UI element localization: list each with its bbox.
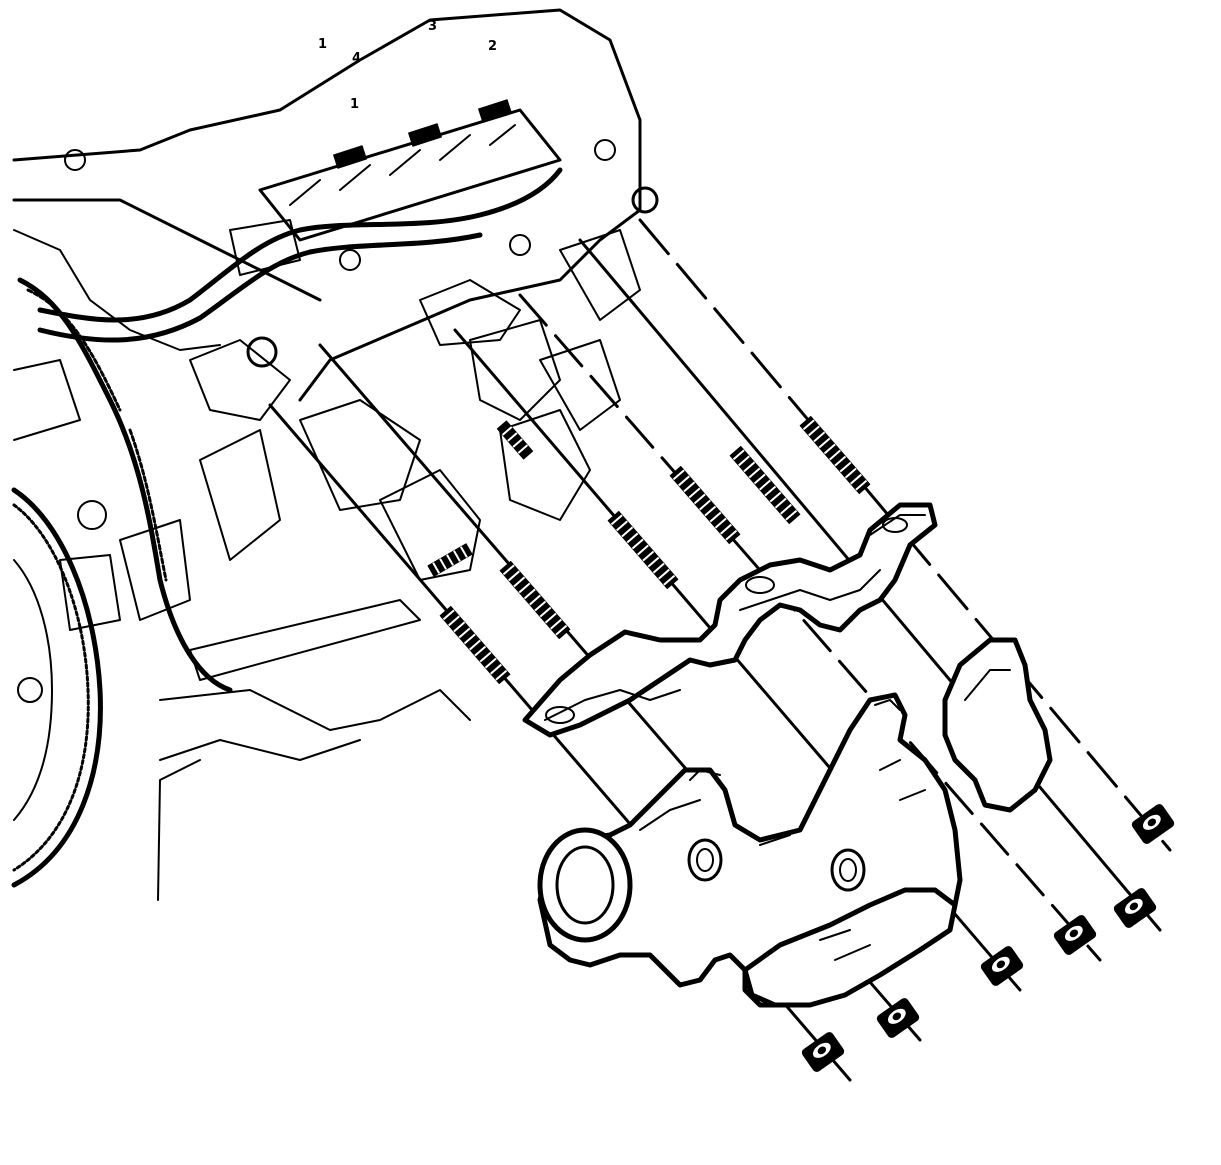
nut	[1113, 888, 1157, 928]
callout-numbers: 1 1 2 3 4	[318, 19, 497, 112]
engine-block: 1 1 2 3 4	[11, 8, 659, 901]
flexplate	[11, 487, 103, 888]
heat-shield	[522, 502, 938, 738]
studs	[427, 415, 871, 685]
svg-text:4: 4	[352, 51, 361, 66]
stud	[427, 543, 473, 577]
stud	[607, 510, 679, 590]
svg-text:1: 1	[350, 97, 359, 112]
stud	[439, 605, 511, 685]
svg-text:1: 1	[318, 37, 327, 52]
wiring-harness	[17, 277, 233, 693]
svg-text:3: 3	[428, 19, 437, 34]
stud	[799, 415, 871, 495]
stud	[729, 445, 801, 525]
svg-text:2: 2	[488, 39, 497, 54]
valve-cover	[258, 99, 562, 242]
nut	[980, 946, 1024, 986]
nut	[876, 998, 920, 1038]
exhaust-manifold	[537, 637, 1053, 1008]
nuts	[801, 804, 1175, 1072]
stud	[496, 420, 534, 460]
stud	[499, 560, 571, 640]
nut	[801, 1032, 845, 1072]
stud	[669, 465, 741, 545]
nut	[1053, 915, 1097, 955]
nut	[1131, 804, 1175, 844]
